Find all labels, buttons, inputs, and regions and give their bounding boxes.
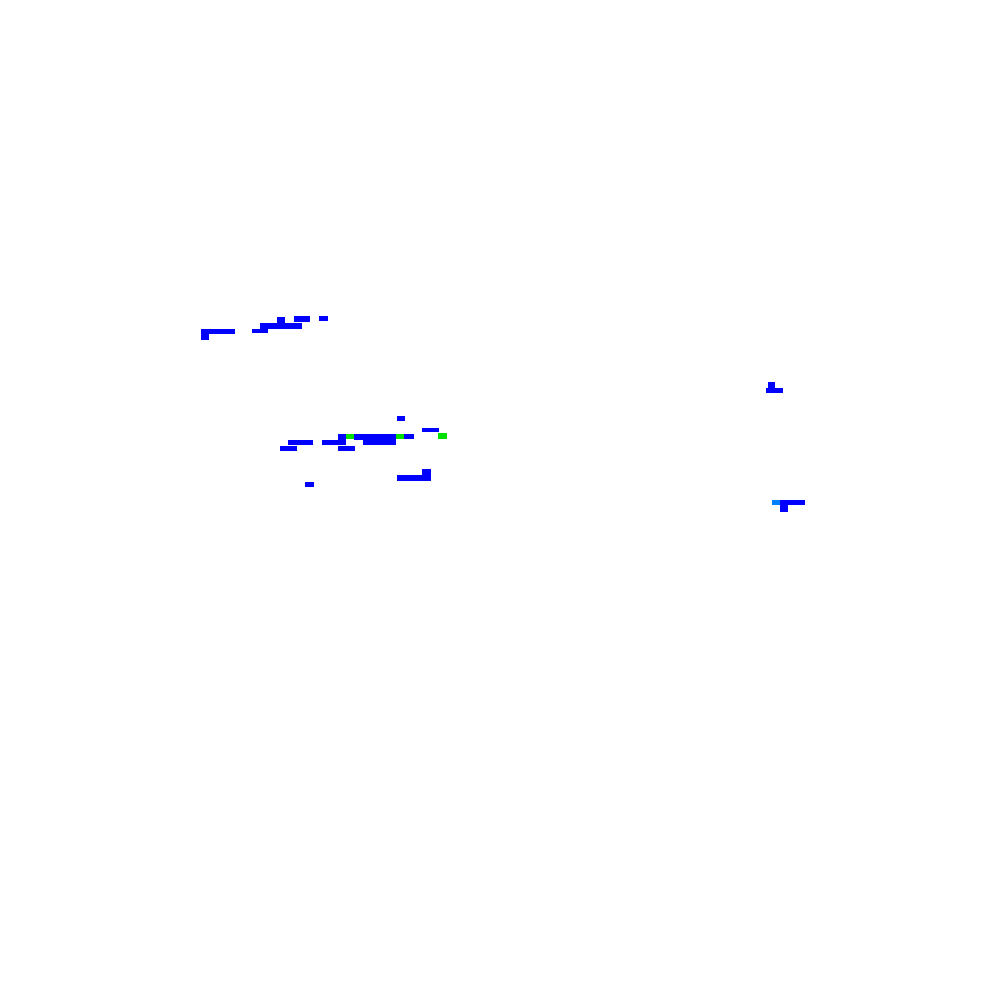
pixel-block bbox=[438, 433, 447, 439]
pixel-block bbox=[397, 475, 431, 481]
pixel-block bbox=[288, 440, 313, 445]
pixel-block bbox=[396, 434, 404, 439]
pixel-block bbox=[354, 434, 396, 440]
pixel-block bbox=[319, 316, 328, 321]
pixel-block bbox=[252, 329, 268, 333]
pixel-block bbox=[277, 317, 285, 323]
pixel-block bbox=[201, 329, 235, 334]
pixel-block bbox=[397, 416, 405, 421]
pixel-marks bbox=[201, 316, 805, 512]
pixel-block bbox=[780, 500, 805, 505]
pixel-block bbox=[404, 434, 414, 439]
pixel-block bbox=[346, 434, 354, 439]
pixel-block bbox=[768, 382, 775, 388]
pixel-block bbox=[201, 334, 209, 340]
pixel-block bbox=[422, 428, 439, 432]
pixel-block bbox=[338, 434, 346, 442]
pixel-block bbox=[363, 440, 396, 445]
pixel-block bbox=[322, 440, 346, 445]
pixel-block bbox=[260, 323, 302, 329]
pixel-block bbox=[780, 505, 788, 512]
pixel-block bbox=[422, 469, 431, 475]
pixel-block bbox=[305, 482, 314, 487]
pixel-block bbox=[280, 446, 297, 451]
pixel-block bbox=[294, 316, 310, 322]
top-left-cluster bbox=[201, 316, 328, 340]
pixel-block bbox=[338, 446, 355, 451]
pixel-block bbox=[772, 500, 780, 505]
pixel-block bbox=[766, 388, 783, 393]
right-lower-cluster bbox=[772, 500, 805, 512]
right-upper-cluster bbox=[766, 382, 783, 393]
center-left-cluster bbox=[280, 416, 447, 487]
